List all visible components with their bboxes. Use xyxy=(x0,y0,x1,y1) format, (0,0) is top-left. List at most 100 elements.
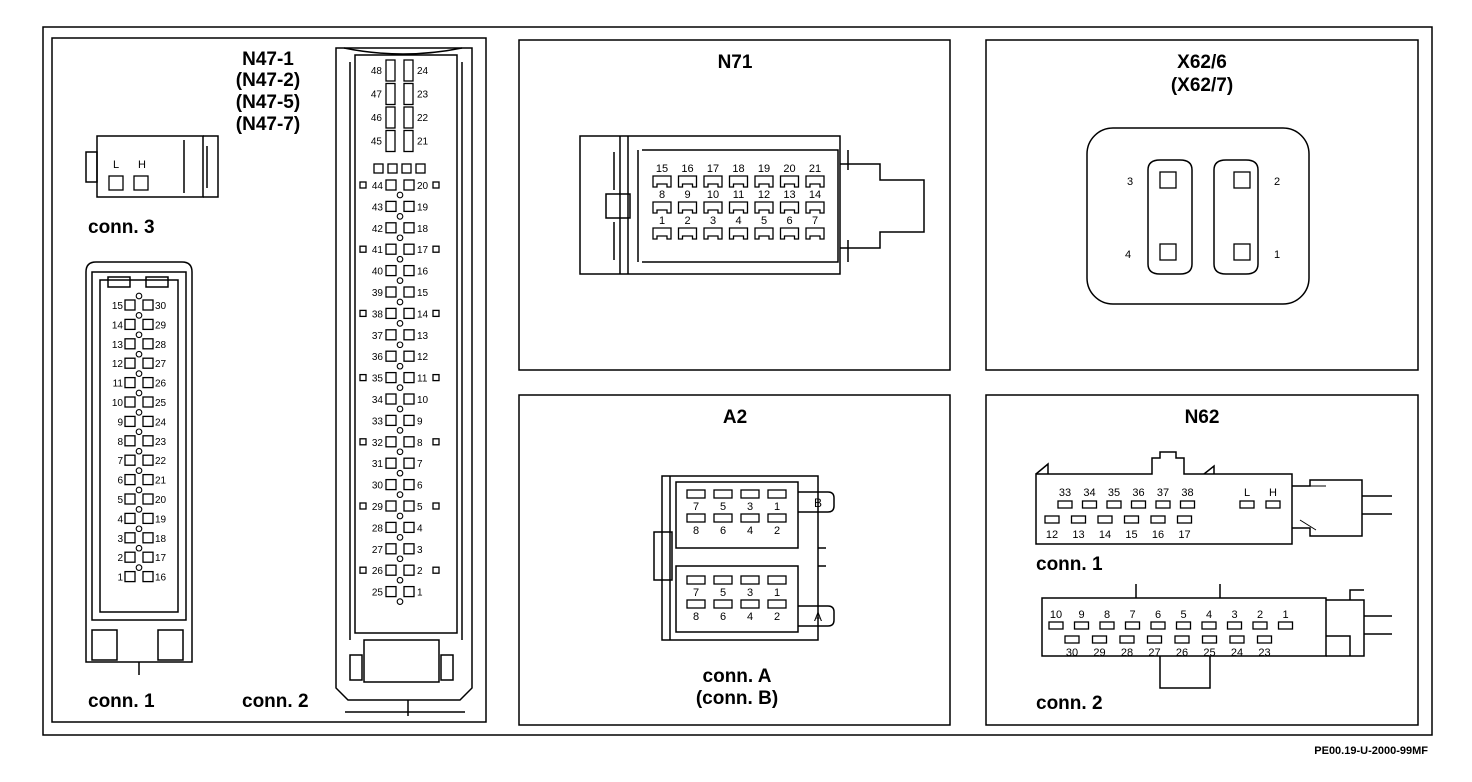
conn1-pin-label: 16 xyxy=(155,573,167,584)
conn2-pin-label: 21 xyxy=(417,137,429,148)
pin-marker xyxy=(135,506,143,513)
n62-conn2-pin-label: 30 xyxy=(1066,647,1078,659)
conn2-pin-label: 29 xyxy=(372,502,384,513)
n71-pin xyxy=(805,227,825,240)
conn2-pin-label: 7 xyxy=(417,459,423,470)
conn2-pin-label: 23 xyxy=(417,90,429,101)
n71-pin xyxy=(754,201,774,214)
n62-conn1-label: conn. 1 xyxy=(1036,554,1103,575)
conn2-pin xyxy=(385,286,397,298)
pin-marker xyxy=(396,255,404,263)
a2-pin-label: 6 xyxy=(720,525,726,537)
n71-pin xyxy=(652,201,672,214)
conn1-pin xyxy=(142,532,154,544)
pin-marker xyxy=(135,428,143,436)
a2-tag-a: A xyxy=(814,610,822,624)
a2-pin-label: 7 xyxy=(693,587,699,599)
n62-conn2-pin-label: 5 xyxy=(1180,609,1186,621)
a2-pin xyxy=(686,599,706,609)
conn2-pin xyxy=(403,286,415,298)
n71-pin-label: 13 xyxy=(783,189,795,201)
pin-marker xyxy=(135,350,143,358)
conn1-pin-label: 8 xyxy=(117,437,123,448)
n62-conn1-pin xyxy=(1106,500,1122,509)
conn2-latch xyxy=(359,309,367,318)
pin-marker xyxy=(135,564,143,571)
conn2-latch xyxy=(432,438,440,446)
a2-tag-b: B xyxy=(814,496,822,510)
n62-conn2-pin xyxy=(1048,621,1064,630)
conn1-pin-label: 21 xyxy=(155,476,167,487)
conn3-pin-l: L xyxy=(113,159,119,171)
conn1-pin xyxy=(142,299,154,311)
n62-conn2-pin xyxy=(1124,621,1141,630)
conn2-pin-label: 14 xyxy=(417,309,429,320)
pin-marker xyxy=(135,331,143,339)
conn1-pin-label: 4 xyxy=(117,514,123,525)
n62-conn1-pin-label: 13 xyxy=(1072,529,1084,541)
n62-conn2-pin xyxy=(1119,635,1135,644)
conn1-pin xyxy=(124,299,136,311)
conn1-pin xyxy=(124,473,136,486)
pin-marker xyxy=(135,447,143,455)
a2-pin-label: 4 xyxy=(747,525,753,537)
conn2-pin-label: 43 xyxy=(372,202,384,213)
conn1-pin xyxy=(142,435,154,447)
n62-conn1-pin-label: 16 xyxy=(1152,529,1164,541)
conn2-pin xyxy=(385,264,397,277)
pin-marker xyxy=(396,298,404,306)
n47-title-1: N47-1 xyxy=(242,49,294,70)
conn2-pin-label: 41 xyxy=(372,245,384,256)
conn2-pin-label: 6 xyxy=(417,481,423,492)
conn1-pin xyxy=(124,396,136,408)
n71-pin-label: 19 xyxy=(758,163,770,175)
n71-pin-label: 8 xyxy=(659,189,665,201)
conn2-pin xyxy=(385,500,397,512)
n47-conn3: L H xyxy=(85,135,219,198)
n71-pin xyxy=(728,227,749,240)
a2-title: A2 xyxy=(723,407,747,428)
conn2-pin-label: 18 xyxy=(417,224,429,235)
conn1-pin-label: 5 xyxy=(117,495,123,506)
conn2-pin xyxy=(403,478,415,491)
a2-pin-label: 3 xyxy=(747,501,753,513)
conn1-pin xyxy=(124,357,136,369)
n71-pin xyxy=(805,201,825,214)
conn2-pin-label: 30 xyxy=(372,481,384,492)
n62-conn2-pin xyxy=(1099,621,1115,630)
n62-conn1-pin-label: 15 xyxy=(1125,529,1137,541)
conn2-pin xyxy=(373,163,384,174)
conn2-pin xyxy=(385,457,397,469)
conn2-pin-label: 36 xyxy=(372,352,384,363)
conn2-pin xyxy=(385,82,396,106)
n62-conn2-pin xyxy=(1252,621,1268,630)
conn2-pin xyxy=(403,243,415,255)
conn2-pin-label: 5 xyxy=(417,502,423,513)
pin-marker xyxy=(396,427,404,434)
n71-pin xyxy=(779,227,800,240)
a2-pin xyxy=(740,575,760,585)
conn2-latch xyxy=(359,502,367,510)
conn2-pin xyxy=(401,163,412,174)
n71-pin-label: 18 xyxy=(732,163,744,175)
conn1-pin-label: 9 xyxy=(117,417,123,428)
n62-conn2-pin-label: 28 xyxy=(1121,647,1133,659)
x62-title: X62/6 xyxy=(1177,52,1227,73)
n62-conn1-pin xyxy=(1155,500,1171,509)
n47-title-4: (N47-7) xyxy=(236,114,300,135)
conn1-pin xyxy=(142,338,154,350)
conn2-pin xyxy=(403,393,415,405)
conn2-pin xyxy=(403,200,415,213)
n62-conn2-pin xyxy=(1256,635,1273,644)
conn2-pin-label: 33 xyxy=(372,416,384,427)
conn2-pin xyxy=(403,307,415,320)
conn1-pin-label: 18 xyxy=(155,534,167,545)
conn1-pin xyxy=(142,512,154,525)
conn1-pin-label: 13 xyxy=(112,340,124,351)
n71-pin xyxy=(677,201,698,214)
conn2-pin-label: 48 xyxy=(371,66,383,77)
n62-conn1-pin-label: L xyxy=(1244,487,1250,499)
